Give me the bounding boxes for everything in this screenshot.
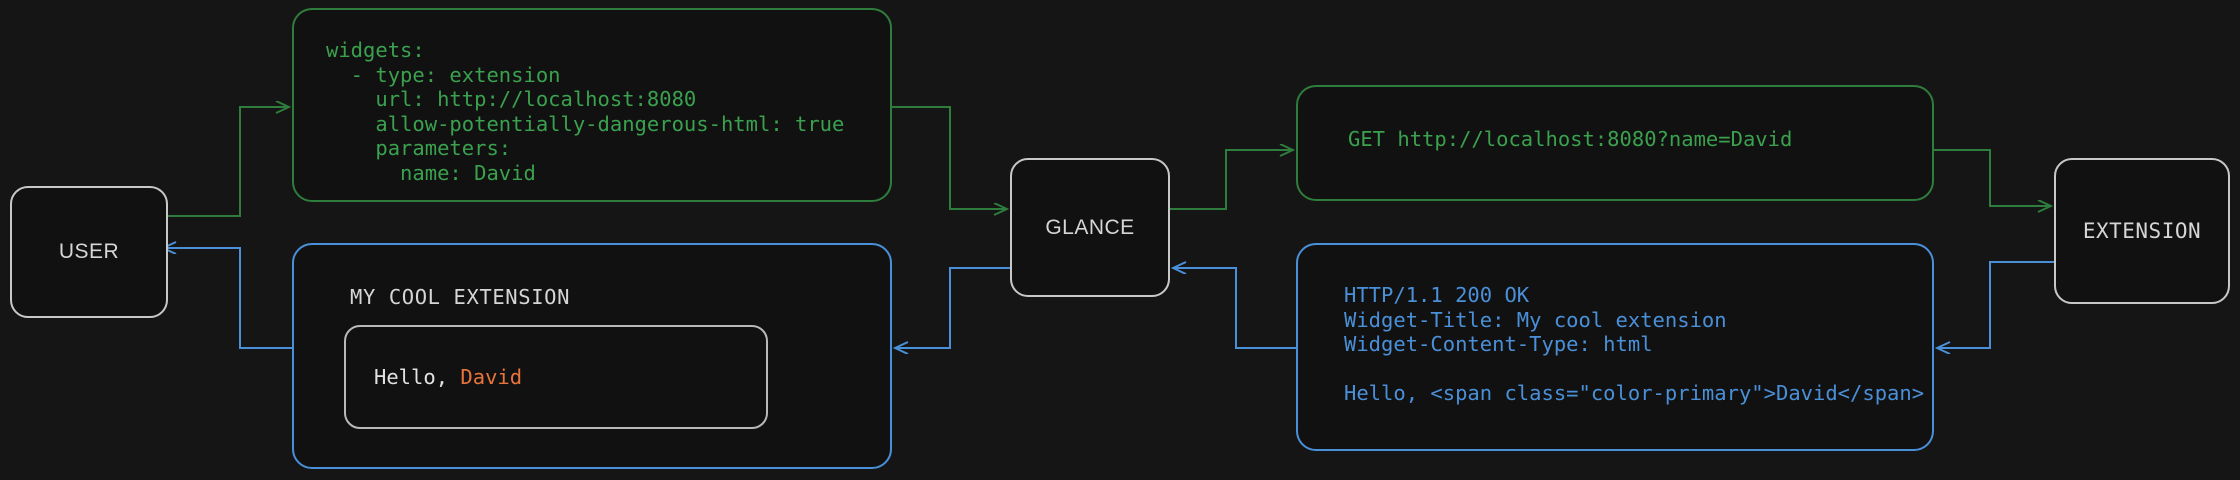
widget-name-value: David [460,365,523,389]
widget-title: MY COOL EXTENSION [350,285,571,309]
widget-card: Hello, David [344,325,768,429]
panel-widget-preview: MY COOL EXTENSION Hello, David [292,243,892,469]
connector-response-to-glance [1174,268,1296,349]
widget-body: Hello, David [346,365,522,389]
connector-user-to-config [168,107,288,217]
connector-extension-to-response [1938,261,2054,348]
widget-greeting-text: Hello, [374,365,461,389]
connector-glance-to-widget [896,267,1010,348]
node-user-label: USER [58,240,120,263]
connector-widget-to-user [164,248,292,349]
node-extension-label: EXTENSION [2082,219,2202,243]
node-extension[interactable]: EXTENSION [2054,158,2230,304]
node-user[interactable]: USER [10,186,168,318]
connector-config-to-glance [892,106,1006,209]
connector-request-to-extension [1934,149,2050,206]
http-response-code: HTTP/1.1 200 OK Widget-Title: My cool ex… [1344,283,1925,405]
panel-http-request: GET http://localhost:8080?name=David [1296,85,1934,201]
node-glance[interactable]: GLANCE [1010,158,1170,297]
node-glance-label: GLANCE [1045,215,1135,239]
panel-http-response: HTTP/1.1 200 OK Widget-Title: My cool ex… [1296,243,1934,451]
panel-config-yaml: widgets: - type: extension url: http://l… [292,8,892,202]
http-request-code: GET http://localhost:8080?name=David [1348,127,1793,151]
config-yaml-code: widgets: - type: extension url: http://l… [326,38,845,185]
connector-glance-to-request [1170,150,1292,210]
